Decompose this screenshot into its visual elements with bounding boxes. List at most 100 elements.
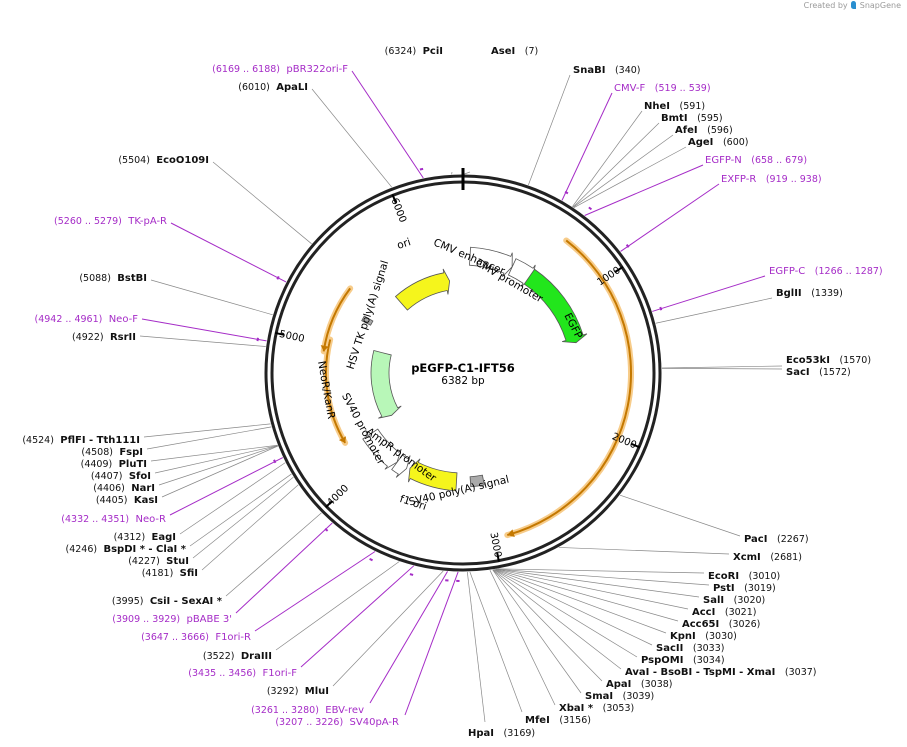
site-label-xbai[interactable]: XbaI * (3053): [559, 703, 634, 715]
site-label-fspi[interactable]: (4508) FspI: [81, 447, 143, 459]
site-label-eco53ki[interactable]: Eco53kI (1570): [786, 355, 871, 367]
site-label-acc65i[interactable]: Acc65I (3026): [682, 619, 760, 631]
feature-shape: [523, 268, 588, 344]
label-name: SV40pA-R: [350, 717, 399, 728]
feature-egfp[interactable]: [523, 268, 588, 344]
site-label-ecori[interactable]: EcoRI (3010): [708, 571, 780, 583]
site-label-kasi[interactable]: (4405) KasI: [96, 495, 158, 507]
feature-ori[interactable]: [394, 268, 451, 311]
primer-label-cmv-f[interactable]: CMV-F (519 .. 539): [614, 83, 711, 95]
feature-hsv-tk-poly-a-signal[interactable]: [361, 315, 374, 326]
site-label-psti[interactable]: PstI (3019): [713, 583, 776, 595]
feature-sv40-promoter[interactable]: [362, 428, 402, 470]
site-label-bmti[interactable]: BmtI (595): [661, 113, 723, 125]
site-label-saci[interactable]: SacI (1572): [786, 367, 851, 379]
leader-line: [404, 571, 459, 716]
site-label-apali[interactable]: (6010) ApaLI: [238, 82, 308, 94]
site-label-paci[interactable]: PacI (2267): [744, 534, 809, 546]
leader-line: [572, 110, 643, 207]
leader-line: [466, 571, 486, 723]
site-label-sali[interactable]: SalI (3020): [703, 595, 765, 607]
site-label-avai-bsobi-tspmi-xmai[interactable]: AvaI - BsoBI - TspMI - XmaI (3037): [625, 667, 817, 679]
site-label-ecoo109i[interactable]: (5504) EcoO109I: [118, 155, 209, 167]
label-position: (2681): [770, 552, 802, 563]
label-name: BmtI: [661, 113, 688, 124]
label-name: Eco53kI: [786, 355, 830, 366]
ruler-tick-mark: [631, 443, 641, 449]
site-label-rsrii[interactable]: (4922) RsrII: [72, 332, 136, 344]
feature-sv40-poly-a-signal[interactable]: [469, 474, 485, 488]
feature-f1-ori[interactable]: [408, 458, 458, 492]
site-label-snabi[interactable]: SnaBI (340): [573, 65, 641, 77]
site-label-kpni[interactable]: KpnI (3030): [670, 631, 737, 643]
site-label-smai[interactable]: SmaI (3039): [585, 691, 654, 703]
feature-shape: [469, 474, 485, 488]
feature-neor-kanr[interactable]: [370, 350, 402, 419]
site-label-asei[interactable]: AseI (7): [491, 46, 538, 58]
label-position: (3037): [785, 667, 817, 678]
label-name: EcoO109I: [156, 155, 209, 166]
label-name: EGFP-N: [705, 155, 742, 166]
site-label-mlui[interactable]: (3292) MluI: [267, 686, 329, 698]
site-label-pflfi-tth111i[interactable]: (4524) PflFI - Tth111I: [22, 435, 140, 447]
site-label-eagi[interactable]: (4312) EagI: [114, 532, 176, 544]
site-label-bspdi-clai[interactable]: (4246) BspDI * - ClaI *: [66, 544, 187, 556]
primer-label-neo-r[interactable]: (4332 .. 4351) Neo-R: [61, 514, 166, 526]
label-position: (3019): [744, 583, 776, 594]
leader-line: [300, 565, 415, 668]
site-label-bstbi[interactable]: (5088) BstBI: [79, 273, 147, 285]
primer-label-pbr322ori-f[interactable]: (6169 .. 6188) pBR322ori-F: [212, 64, 348, 76]
ruler-tick-mark: [325, 500, 333, 508]
leader-line: [161, 445, 279, 498]
primer-label-egfp-c[interactable]: EGFP-C (1266 .. 1287): [769, 266, 883, 278]
feature-cmv-enhancer[interactable]: [469, 246, 513, 278]
primer-label-f1ori-f[interactable]: (3435 .. 3456) F1ori-F: [188, 668, 297, 680]
site-label-hpai[interactable]: HpaI (3169): [468, 728, 535, 740]
site-label-apai[interactable]: ApaI (3038): [606, 679, 673, 691]
site-label-acci[interactable]: AccI (3021): [692, 607, 756, 619]
leader-line: [170, 222, 287, 283]
site-label-sfoi[interactable]: (4407) SfoI: [91, 471, 151, 483]
label-name: Acc65I: [682, 619, 719, 630]
primer-label-exfp-r[interactable]: EXFP-R (919 .. 938): [721, 174, 822, 186]
site-label-draiii[interactable]: (3522) DraIII: [203, 651, 272, 663]
leader-line: [619, 494, 741, 537]
site-label-agei[interactable]: AgeI (600): [688, 137, 749, 149]
leader-line: [275, 561, 400, 651]
primer-label-pbabe-3[interactable]: (3909 .. 3929) pBABE 3': [112, 614, 232, 626]
label-name: ApaI: [606, 679, 631, 690]
label-position: (3435 .. 3456): [188, 668, 256, 679]
site-label-xcmi[interactable]: XcmI (2681): [733, 552, 802, 564]
orf-arcs: [320, 237, 634, 539]
site-label-bglii[interactable]: BglII (1339): [776, 288, 843, 300]
label-position: (4922): [72, 332, 104, 343]
site-label-afei[interactable]: AfeI (596): [675, 125, 733, 137]
leader-line: [492, 569, 603, 682]
label-position: (4181): [142, 568, 174, 579]
site-label-pluti[interactable]: (4409) PluTI: [81, 459, 147, 471]
primer-label-sv40pa-r[interactable]: (3207 .. 3226) SV40pA-R: [275, 717, 399, 729]
label-name: SnaBI: [573, 65, 605, 76]
site-label-pspomi[interactable]: PspOMI (3034): [641, 655, 725, 667]
leader-line: [496, 568, 700, 598]
site-label-pcii[interactable]: (6324) PciI: [385, 46, 443, 58]
label-name: AgeI: [688, 137, 713, 148]
site-label-nhei[interactable]: NheI (591): [644, 101, 705, 113]
site-label-mfei[interactable]: MfeI (3156): [525, 715, 591, 727]
site-label-csii-sexai[interactable]: (3995) CsiI - SexAI *: [112, 596, 223, 608]
feature-ampr-promoter[interactable]: [391, 454, 411, 478]
site-label-nari[interactable]: (4406) NarI: [93, 483, 155, 495]
primer-label-egfp-n[interactable]: EGFP-N (658 .. 679): [705, 155, 807, 167]
leader-line: [154, 445, 278, 474]
site-label-stui[interactable]: (4227) StuI: [128, 556, 189, 568]
primer-label-ebv-rev[interactable]: (3261 .. 3280) EBV-rev: [251, 705, 364, 717]
plasmid-center-label: pEGFP-C1-IFT56 6382 bp: [411, 361, 515, 387]
primer-label-tk-pa-r[interactable]: (5260 .. 5279) TK-pA-R: [54, 216, 167, 228]
label-name: PacI: [744, 534, 767, 545]
site-label-sacii[interactable]: SacII (3033): [656, 643, 724, 655]
leader-line: [498, 568, 705, 574]
feature-shape: [408, 458, 458, 492]
site-label-sfii[interactable]: (4181) SfiI: [142, 568, 198, 580]
primer-label-neo-f[interactable]: (4942 .. 4961) Neo-F: [34, 314, 138, 326]
primer-label-f1ori-r[interactable]: (3647 .. 3666) F1ori-R: [141, 632, 251, 644]
